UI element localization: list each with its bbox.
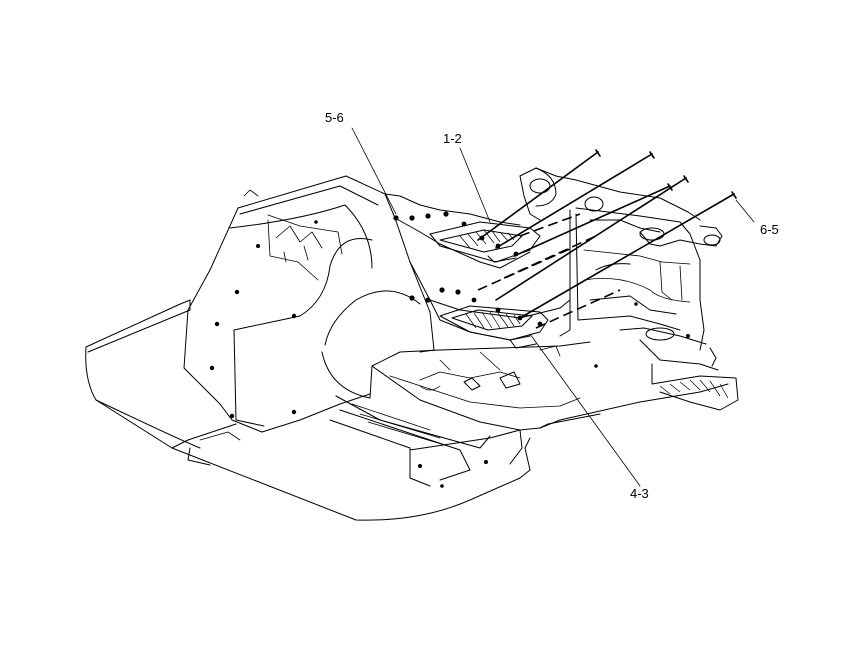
callout-5-6: 5-6	[325, 110, 344, 125]
leader-lines	[351, 127, 755, 487]
left-fender-panel	[183, 175, 435, 433]
bolt-3	[513, 185, 671, 257]
floor-mat	[85, 299, 531, 521]
bolt-1	[477, 151, 599, 241]
callout-1-2: 1-2	[443, 131, 462, 146]
fastener-set	[393, 149, 737, 329]
leader-5-6	[351, 127, 397, 215]
callout-6-5: 6-5	[760, 222, 779, 237]
right-pedestal-frame	[519, 167, 739, 411]
bolt-2	[495, 153, 653, 249]
callout-4-3: 4-3	[630, 486, 649, 501]
nut-row-lower	[409, 287, 543, 327]
lower-console	[409, 261, 571, 349]
leader-1-2	[459, 147, 491, 223]
bottom-plate	[519, 383, 729, 471]
leader-4-3	[529, 333, 641, 487]
bolt-5	[519, 193, 735, 319]
nut-row-upper	[393, 211, 519, 257]
center-step-assembly	[329, 341, 598, 488]
leader-6-5	[735, 199, 755, 223]
